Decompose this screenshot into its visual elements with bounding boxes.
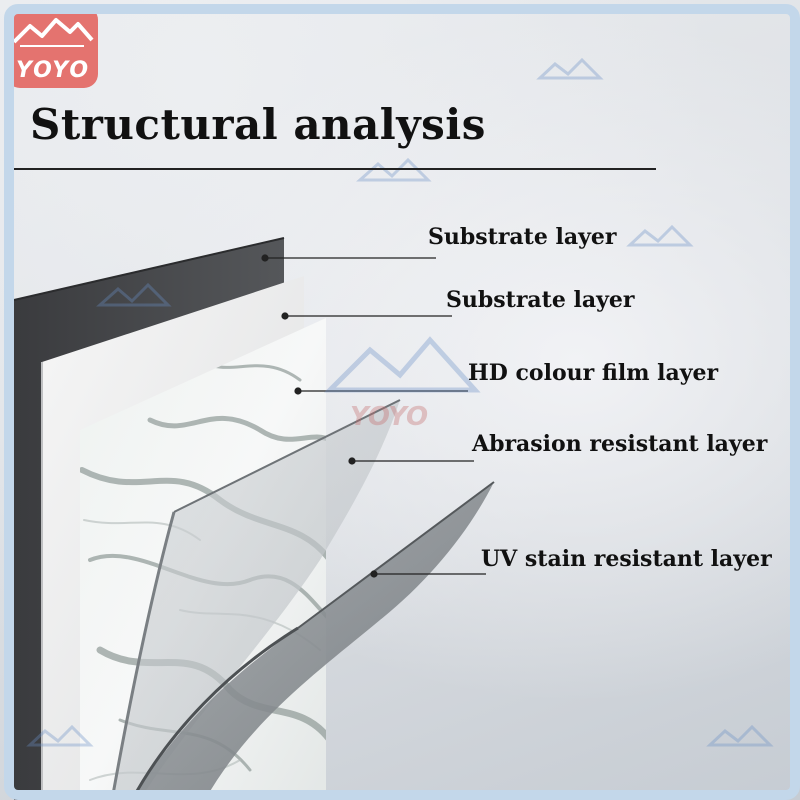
abrasion-resistant-layer (112, 400, 400, 800)
label-substrate-layer-2: Substrate layer (446, 287, 635, 313)
svg-text:YOYO: YOYO (350, 402, 428, 432)
uv-stain-resistant-layer (132, 482, 494, 800)
title-underline (14, 168, 656, 170)
label-hd-colour-film-layer: HD colour film layer (468, 360, 719, 386)
label-substrate-layer-1: Substrate layer (428, 224, 617, 250)
callout-lines (261, 254, 486, 578)
logo-text: YOYO (16, 58, 91, 83)
page-title: Structural analysis (30, 100, 486, 149)
label-abrasion-resistant-layer: Abrasion resistant layer (472, 431, 768, 457)
watermark-logo: YOYO (323, 336, 481, 432)
label-uv-stain-resistant-layer: UV stain resistant layer (481, 546, 772, 572)
brand-logo: YOYO (6, 6, 98, 88)
